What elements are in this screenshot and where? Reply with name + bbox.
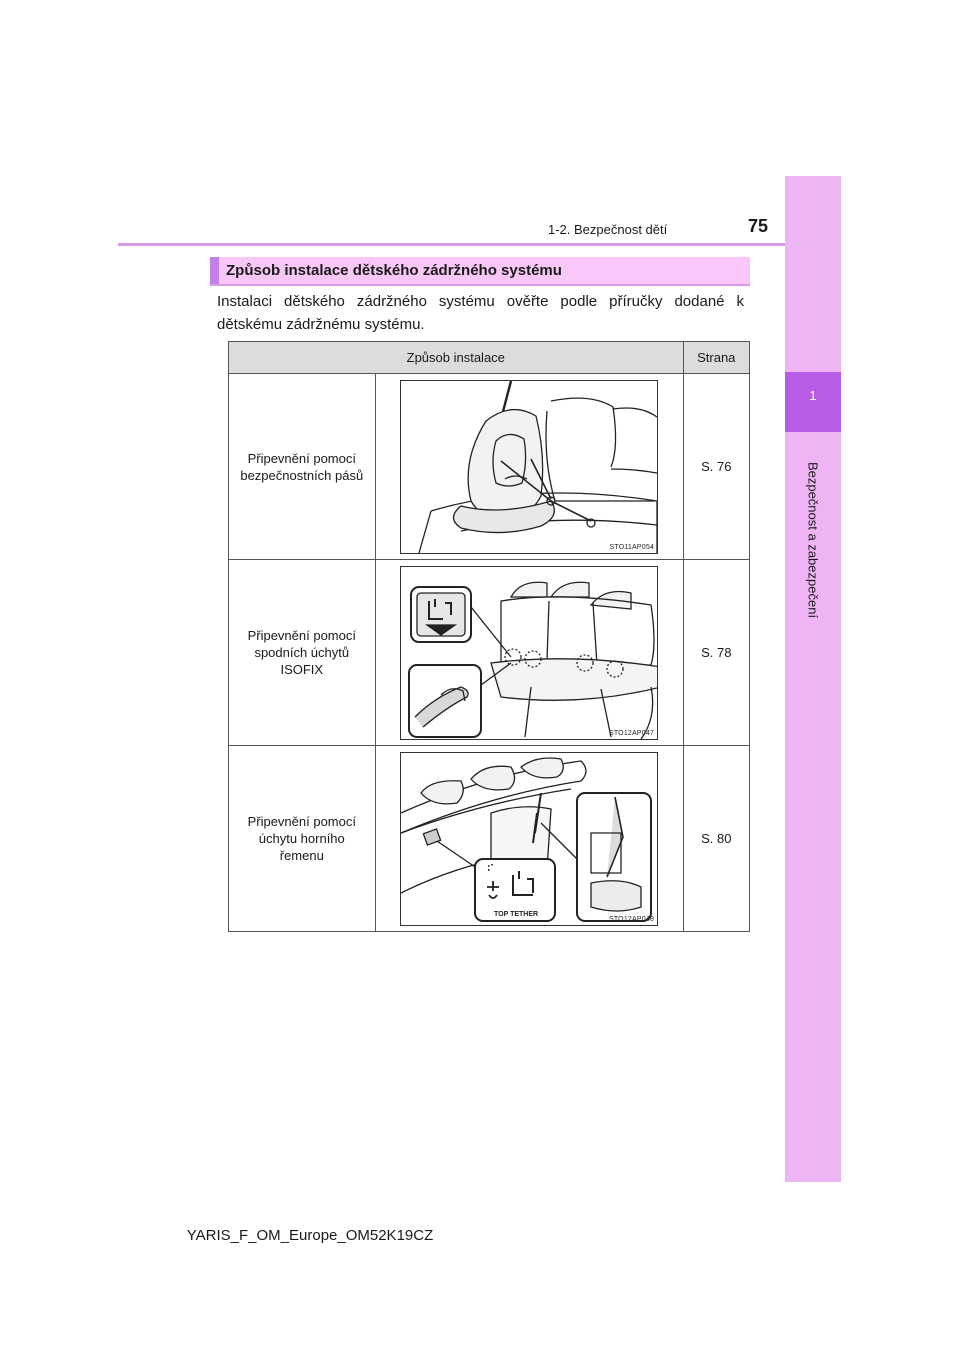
document-footer-code: YARIS_F_OM_Europe_OM52K19CZ: [186, 1227, 434, 1244]
top-tether-illustration-svg: [401, 756, 653, 922]
chapter-side-tab: [785, 176, 841, 1182]
page-reference: S. 78: [682, 559, 751, 746]
figure-cell: TOP TETHER STO12AP048: [374, 745, 684, 932]
figure-code: STO12AP047: [608, 729, 655, 737]
chapter-number: 1: [809, 388, 817, 403]
method-cell: Připevnění pomocí bezpečnostních pásů: [228, 373, 376, 560]
seatbelt-illustration-svg: [418, 380, 658, 553]
table-row: Připevnění pomocí spodních úchytů ISOFIX: [228, 559, 751, 746]
intro-paragraph: Instalaci dětského zádržného systému ově…: [217, 293, 744, 333]
method-label: Připevnění pomocí spodních úchytů ISOFIX: [247, 628, 356, 677]
page-reference: S. 76: [682, 373, 751, 560]
running-header: 1-2. Bezpečnost dětí: [548, 222, 668, 237]
top-tether-illustration: TOP TETHER STO12AP048: [400, 751, 659, 926]
isofix-anchors-illustration: STO12AP047: [400, 565, 659, 740]
method-label: Připevnění pomocí úchytu horního řemenu: [247, 814, 356, 863]
chapter-side-tab-active: [785, 372, 841, 432]
figure-cell: STO11AP054: [374, 373, 684, 560]
section-heading-accent: [210, 257, 219, 284]
method-cell: Připevnění pomocí úchytu horního řemenu: [228, 745, 376, 932]
table-row: Připevnění pomocí bezpečnostních pásů: [228, 373, 751, 560]
column-header-method: Způsob instalace: [228, 341, 684, 374]
figure-code: STO12AP048: [608, 915, 655, 923]
figure-cell: STO12AP047: [374, 559, 684, 746]
top-tether-caption: TOP TETHER: [494, 910, 539, 918]
method-label: Připevnění pomocí bezpečnostních pásů: [240, 450, 364, 483]
isofix-illustration-svg: [408, 581, 658, 739]
table-header-row: Způsob instalace Strana: [228, 341, 751, 374]
figure-code: STO11AP054: [609, 543, 655, 551]
seatbelt-child-seat-illustration: STO11AP054: [400, 379, 659, 554]
method-cell: Připevnění pomocí spodních úchytů ISOFIX: [228, 559, 376, 746]
chapter-title: Bezpečnost a zabezpečení: [805, 461, 821, 619]
column-header-page: Strana: [682, 341, 751, 374]
section-title: Způsob instalace dětského zádržného syst…: [226, 262, 562, 279]
installation-methods-table: Způsob instalace Strana Připevnění pomoc…: [228, 341, 751, 932]
section-heading-bar: Způsob instalace dětského zádržného syst…: [210, 257, 750, 286]
table-row: Připevnění pomocí úchytu horního řemenu: [228, 745, 751, 932]
page-number: 75: [748, 216, 769, 236]
page-reference: S. 80: [682, 745, 751, 932]
header-rule: [118, 243, 785, 246]
